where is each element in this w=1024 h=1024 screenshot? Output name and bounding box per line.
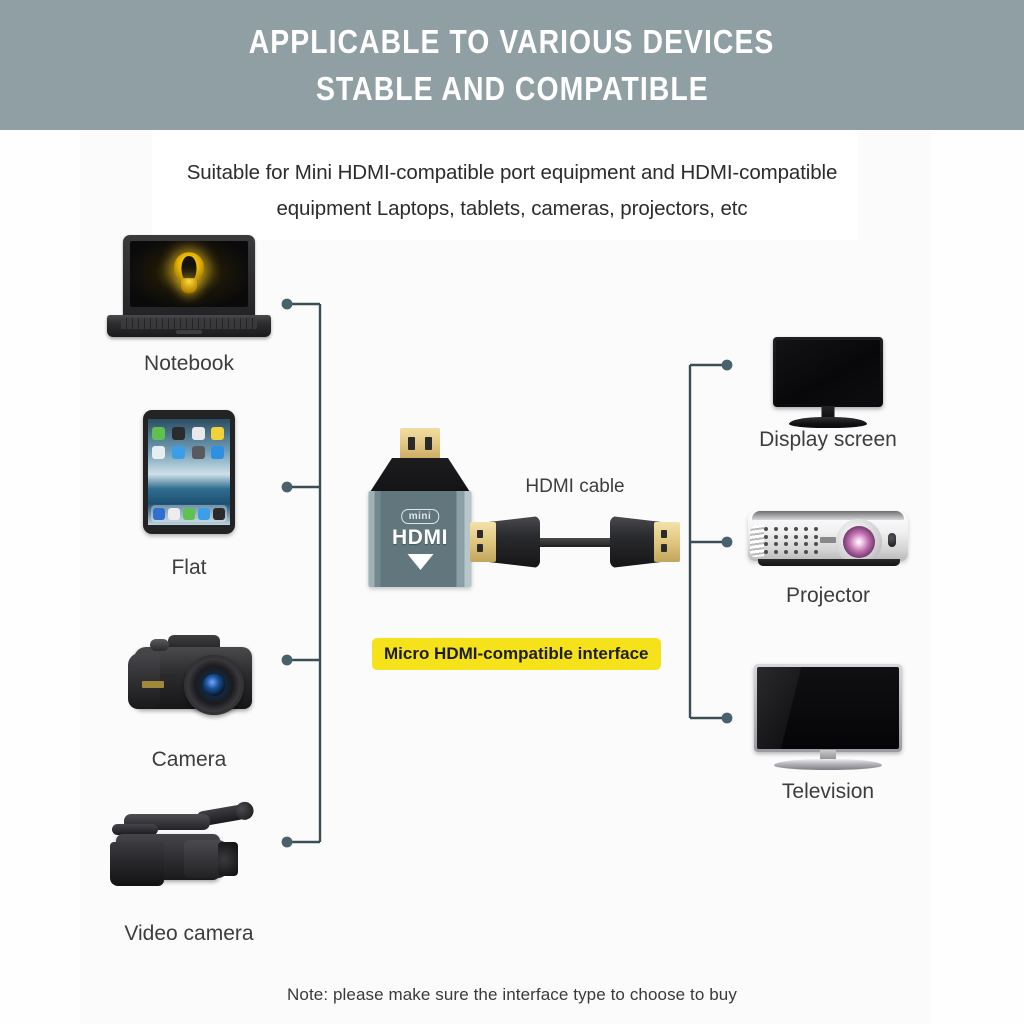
label-camera: Camera bbox=[151, 748, 227, 771]
camcorder-shotgun-mic bbox=[112, 824, 158, 835]
label-hdmi-cable: HDMI cable bbox=[525, 476, 625, 497]
label-flat: Flat bbox=[171, 556, 207, 579]
adapter-shoulder bbox=[370, 458, 470, 492]
adapter-direction-triangle bbox=[407, 554, 433, 570]
projector-icon bbox=[748, 505, 908, 567]
television-base bbox=[774, 759, 882, 770]
television-bezel bbox=[754, 664, 902, 752]
banner-title-line-1: APPLICABLE TO VARIOUS DEVICES bbox=[249, 23, 775, 60]
hdmi-adapter: mini HDMI bbox=[330, 428, 510, 598]
laptop-base bbox=[107, 315, 271, 337]
adapter-body: mini HDMI bbox=[368, 491, 472, 587]
micro-hdmi-highlight-label: Micro HDMI-compatible interface bbox=[372, 638, 661, 670]
subtitle-block: Suitable for Mini HDMI-compatible port e… bbox=[0, 155, 1024, 227]
banner-title-line-2: STABLE AND COMPATIBLE bbox=[315, 70, 709, 107]
monitor-neck bbox=[821, 406, 835, 419]
footer-note: Note: please make sure the interface typ… bbox=[287, 985, 737, 1004]
label-display-screen: Display screen bbox=[759, 428, 897, 451]
label-notebook: Notebook bbox=[144, 352, 234, 375]
subtitle-panel-background bbox=[152, 130, 858, 240]
adapter-mini-badge: mini bbox=[400, 509, 440, 524]
television-icon bbox=[754, 664, 902, 770]
monitor-frame bbox=[773, 337, 883, 407]
television-glare bbox=[757, 667, 801, 749]
projector-vent-grille bbox=[764, 527, 822, 555]
camcorder-viewfinder-hood bbox=[110, 842, 164, 886]
projector-badge bbox=[820, 537, 836, 543]
camera-lens bbox=[184, 655, 244, 715]
projector-body bbox=[748, 511, 908, 565]
subtitle-line-1: Suitable for Mini HDMI-compatible port e… bbox=[186, 161, 838, 184]
projector-side-slats bbox=[750, 524, 764, 558]
header-banner: APPLICABLE TO VARIOUS DEVICES STABLE AND… bbox=[0, 0, 1024, 130]
projector-base bbox=[758, 559, 900, 566]
projector-ir-sensor bbox=[888, 533, 896, 547]
tablet-dock bbox=[151, 505, 227, 522]
laptop-touchpad bbox=[176, 330, 202, 334]
cable-wire bbox=[516, 538, 632, 547]
tablet-app-icons bbox=[152, 427, 226, 459]
camera-badge bbox=[142, 681, 164, 688]
tablet-screen bbox=[148, 419, 230, 525]
camcorder-lens-hood bbox=[218, 842, 238, 876]
label-video-camera: Video camera bbox=[124, 922, 254, 945]
cable-connector-left bbox=[470, 522, 496, 562]
camera-mode-dial bbox=[150, 639, 169, 651]
adapter-hdmi-text: HDMI bbox=[391, 526, 449, 549]
projector-lens bbox=[843, 526, 875, 558]
projector-top-trim bbox=[752, 511, 904, 520]
monitor-icon bbox=[773, 337, 883, 429]
camera-icon bbox=[128, 633, 256, 719]
monitor-base bbox=[789, 417, 867, 428]
laptop-icon bbox=[107, 235, 271, 337]
tablet-body bbox=[143, 410, 235, 534]
label-projector: Projector bbox=[785, 584, 871, 607]
television-screen bbox=[757, 667, 899, 749]
alien-logo-icon bbox=[172, 252, 206, 295]
label-television: Television bbox=[781, 780, 875, 803]
cable-connector-right bbox=[654, 522, 680, 562]
micro-hdmi-plug bbox=[400, 428, 440, 460]
subtitle-line-2: equipment Laptops, tablets, cameras, pro… bbox=[276, 197, 748, 220]
hdmi-cable: HDMI cable bbox=[470, 476, 680, 574]
laptop-lid bbox=[123, 235, 255, 317]
laptop-screen bbox=[130, 241, 248, 307]
laptop-keyboard bbox=[121, 318, 257, 329]
camcorder-icon bbox=[110, 803, 250, 892]
tablet-icon bbox=[143, 410, 235, 534]
projector-lens-ring bbox=[836, 519, 882, 565]
monitor-screen bbox=[776, 340, 880, 404]
